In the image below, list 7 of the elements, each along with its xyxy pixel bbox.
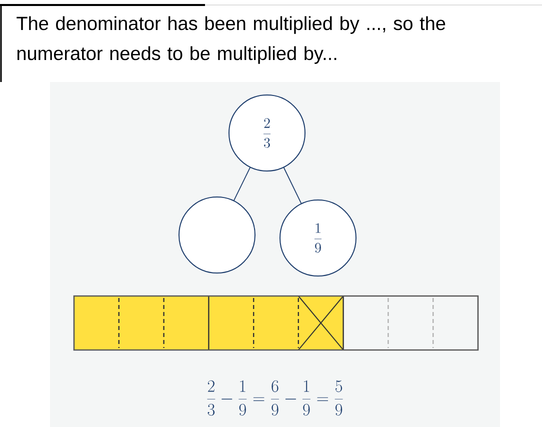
connector-line xyxy=(234,167,250,201)
instruction-text: The denominator has been multiplied by ..., so the numerator needs to be multiplied by... xyxy=(16,16,446,64)
connector-line xyxy=(283,167,302,204)
circle-node: $\frac{1}{9}$ xyxy=(280,200,356,276)
circle-node xyxy=(178,196,256,274)
circle-node: $\frac{2}{3}$ xyxy=(228,94,306,172)
equation: $\frac{2}{3} - \frac{1}{9} = \frac{6}{9} - \frac{1}{9} = \frac{5}{9}$ xyxy=(207,380,343,416)
